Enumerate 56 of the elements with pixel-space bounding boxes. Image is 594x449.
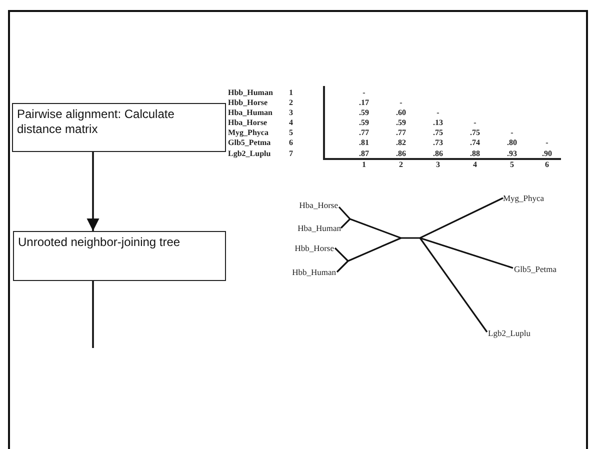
index-number: 4	[289, 119, 293, 127]
box-text: Unrooted neighbor-joining tree	[18, 235, 180, 249]
matrix-cell: -	[510, 129, 514, 137]
index-number: 2	[399, 161, 403, 169]
process-box	[13, 231, 226, 281]
process-box	[12, 103, 226, 152]
matrix-cell: .77	[396, 129, 406, 137]
matrix-cell: .59	[359, 109, 369, 117]
arrow	[86, 152, 100, 231]
row-label: Lgb2_Luplu	[228, 150, 271, 158]
connector-line	[92, 281, 94, 348]
box-text: Pairwise alignment: Calculate distance matrix	[17, 107, 174, 136]
matrix-cell: .60	[396, 109, 406, 117]
matrix-cell: .90	[542, 150, 552, 158]
matrix-cell: -	[546, 139, 548, 147]
index-number: 5	[510, 161, 514, 169]
matrix-cell: .17	[359, 99, 369, 107]
index-number: 5	[289, 129, 293, 137]
matrix-cell: .82	[396, 139, 406, 147]
index-number: 1	[362, 161, 366, 169]
index-number: 4	[473, 161, 477, 169]
matrix-cell: .73	[433, 139, 443, 147]
index-number: 3	[289, 109, 293, 117]
matrix-cell: .75	[433, 129, 443, 137]
matrix-cell: .74	[470, 139, 480, 147]
matrix-cell: .75	[470, 129, 480, 137]
index-number: 6	[289, 139, 293, 147]
leaf-label: Hba_Horse	[299, 200, 338, 210]
leaf-label: Hba_Human	[298, 224, 341, 232]
matrix-cell: .59	[359, 119, 369, 127]
matrix-cell: .86	[433, 150, 443, 158]
leaf-label: Hbb_Horse	[294, 244, 334, 252]
index-number: 2	[289, 99, 293, 107]
index-number: 7	[289, 150, 293, 158]
matrix-cell: .81	[359, 139, 369, 147]
leaf-label: Myg_Phyca	[503, 194, 544, 202]
leaf-label: Lgb2_Luplu	[488, 328, 530, 338]
index-number: 3	[436, 161, 440, 169]
leaf-label: Hbb_Human	[292, 268, 336, 276]
row-label: Hbb_Human	[228, 89, 273, 97]
matrix-cell: .13	[433, 119, 443, 127]
matrix-cell: -	[474, 119, 476, 127]
row-label: Hbb_Horse	[228, 99, 268, 107]
matrix-cell: .86	[396, 150, 406, 158]
matrix-cell: .80	[507, 139, 517, 147]
matrix-cell: .77	[359, 129, 369, 137]
index-number: 1	[289, 89, 293, 97]
matrix-cell: -	[436, 109, 440, 117]
leaf-label: Glb5_Petma	[514, 264, 556, 274]
matrix-cell: .59	[396, 119, 406, 127]
matrix-cell: .87	[359, 150, 369, 158]
matrix-cell: .88	[470, 150, 480, 158]
index-number: 6	[545, 161, 549, 169]
matrix-cell: -	[362, 89, 366, 97]
matrix-cell: .93	[507, 150, 517, 158]
matrix-cell: -	[400, 99, 402, 107]
